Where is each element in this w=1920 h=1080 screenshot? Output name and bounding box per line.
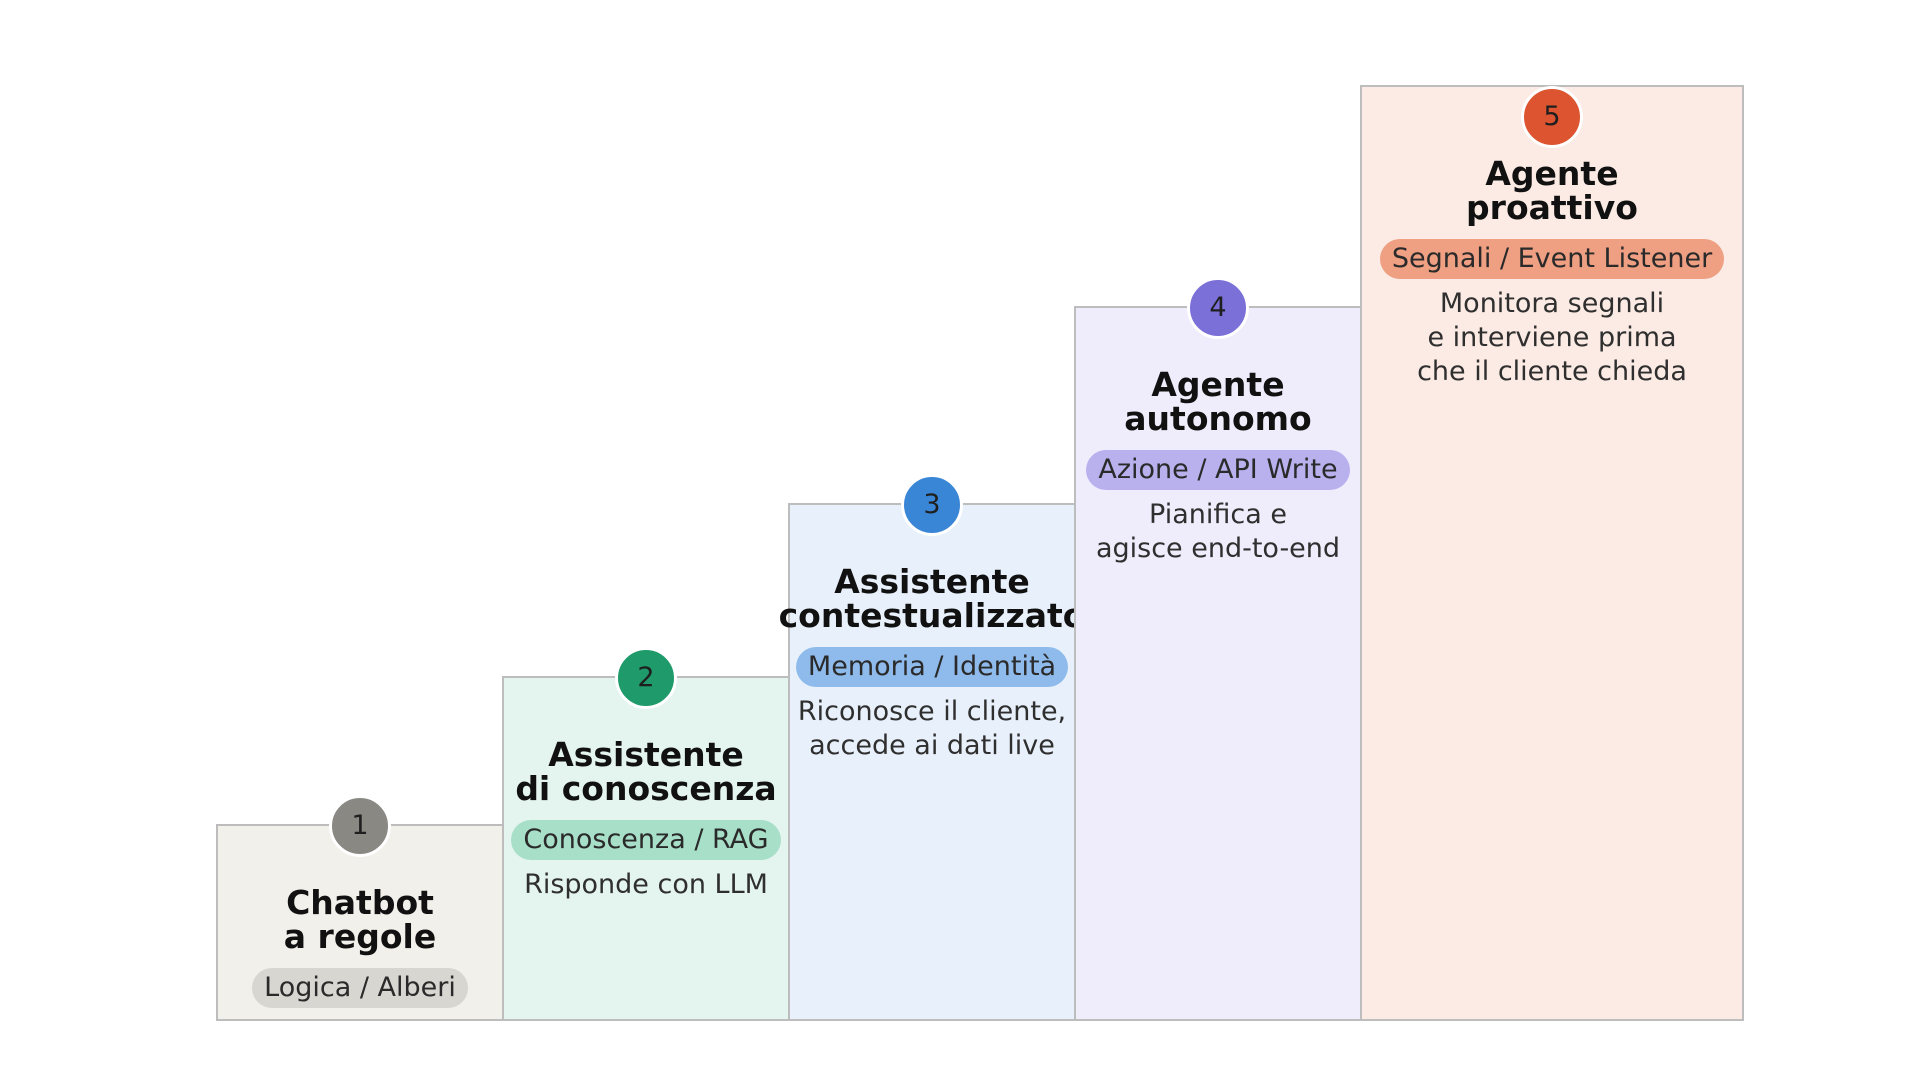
- step-4-description: Pianifica e agisce end-to-end: [1095, 499, 1341, 564]
- step-5-title: Agente proattivo: [1466, 154, 1638, 227]
- step-3-contextual-assistant: 3 Assistente contestualizzato Memoria / …: [779, 474, 1085, 1021]
- step-5-description: Monitora segnali e interviene prima che …: [1417, 288, 1687, 387]
- step-1-capability-pill: Logica / Alberi: [252, 968, 468, 1008]
- step-4-autonomous-agent: 4 Agente autonomo Azione / API Write Pia…: [1074, 277, 1360, 1021]
- step-2-knowledge-assistant: 2 Assistente di conoscenza Conoscenza / …: [502, 647, 788, 1021]
- step-1-number-badge: 1: [329, 795, 391, 857]
- step-2-number-badge: 2: [615, 647, 677, 709]
- step-1-title: Chatbot a regole: [283, 883, 437, 956]
- step-2-title: Assistente di conoscenza: [515, 735, 777, 808]
- step-3-number-badge: 3: [901, 474, 963, 536]
- step-5-number-badge: 5: [1521, 86, 1583, 148]
- step-4-capability-pill: Azione / API Write: [1086, 450, 1350, 490]
- step-2-description: Risponde con LLM: [524, 869, 768, 900]
- step-3-title: Assistente contestualizzato: [778, 562, 1086, 635]
- step-5-capability-pill: Segnali / Event Listener: [1379, 239, 1725, 279]
- step-4-number-badge: 4: [1187, 277, 1249, 339]
- step-3-description: Riconosce il cliente, accede ai dati liv…: [797, 696, 1067, 761]
- step-5-proactive-agent: 5 Agente proattivo Segnali / Event Liste…: [1360, 85, 1744, 1021]
- step-3-capability-pill: Memoria / Identità: [795, 647, 1069, 687]
- step-2-capability-pill: Conoscenza / RAG: [511, 820, 781, 860]
- step-4-title: Agente autonomo: [1124, 365, 1312, 438]
- step-1-chatbot: 1 Chatbot a regole Logica / Alberi: [216, 795, 502, 1021]
